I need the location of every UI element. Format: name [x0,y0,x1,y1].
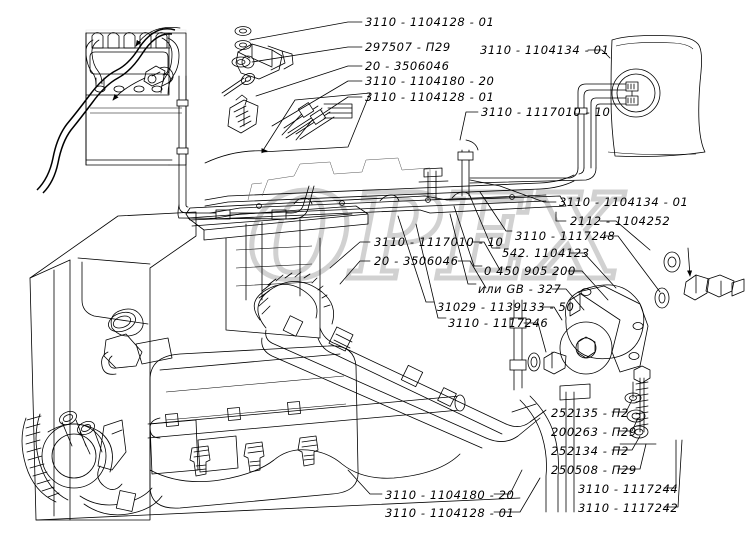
part-number-label-l02: 297507 - П29 [365,40,451,54]
part-number-label-l06: 3110 - 1104134 - 01 [480,43,610,57]
part-number-label-l13: или GB - 327 [478,282,562,296]
part-number-label-l17: 20 - 3506046 [374,254,459,268]
part-number-label-l12: 0 450 905 200 [484,264,576,278]
part-number-label-l10: 3110 - 1117248 [515,229,616,243]
exploded-fittings-detail [204,26,371,164]
engine-outline [247,157,431,201]
part-number-label-l04: 3110 - 1104180 - 20 [365,74,495,88]
bolt-washer-stack [619,365,657,445]
fuel-rail-and-injectors [147,394,466,477]
heater-hoses-pair [253,271,547,449]
part-number-label-l25: 3110 - 1104128 - 01 [385,506,515,520]
lower-left-pump-detail [21,410,163,516]
part-number-label-l24: 3110 - 1104180 - 20 [385,488,515,502]
part-number-label-l14: 31029 - 1139133 - 50 [437,300,575,314]
part-number-label-l11: 542. 1104123 [502,246,590,260]
sump-outline [35,449,521,521]
part-number-label-l15: 3110 - 1117246 [448,316,549,330]
radiator-supply-pipe [176,75,315,220]
part-number-label-l20: 252134 - П2 [551,444,629,458]
part-number-label-l23: 3110 - 1117242 [578,501,679,515]
part-number-label-l09: 2112 - 1104252 [570,214,671,228]
engine-block-body [29,205,369,521]
lower-right-hose-ends [511,383,591,513]
callout-arrow-radiator [112,27,181,101]
part-number-label-l19: 200263 - П29 [551,425,637,439]
heater-water-pump [527,247,745,375]
part-number-label-l01: 3110 - 1104128 - 01 [365,15,495,29]
heater-core-panel [469,35,706,184]
part-number-label-l16: 3110 - 1117010 - 10 [374,235,504,249]
part-number-label-l05: 3110 - 1104128 - 01 [365,90,495,104]
part-number-label-l03: 20 - 3506046 [365,59,450,73]
part-number-label-l22: 3110 - 1117244 [578,482,679,496]
part-number-label-l08: 3110 - 1104134 - 01 [559,195,689,209]
top-left-radiator-assembly [85,29,187,166]
part-number-label-l21: 250508 - П29 [551,463,637,477]
part-number-label-l07: 3110 - 1117010 - 10 [481,105,611,119]
leader-lines [249,21,683,513]
main-heater-hose-left [36,28,176,194]
part-number-label-l18: 252135 - П2 [551,406,629,420]
